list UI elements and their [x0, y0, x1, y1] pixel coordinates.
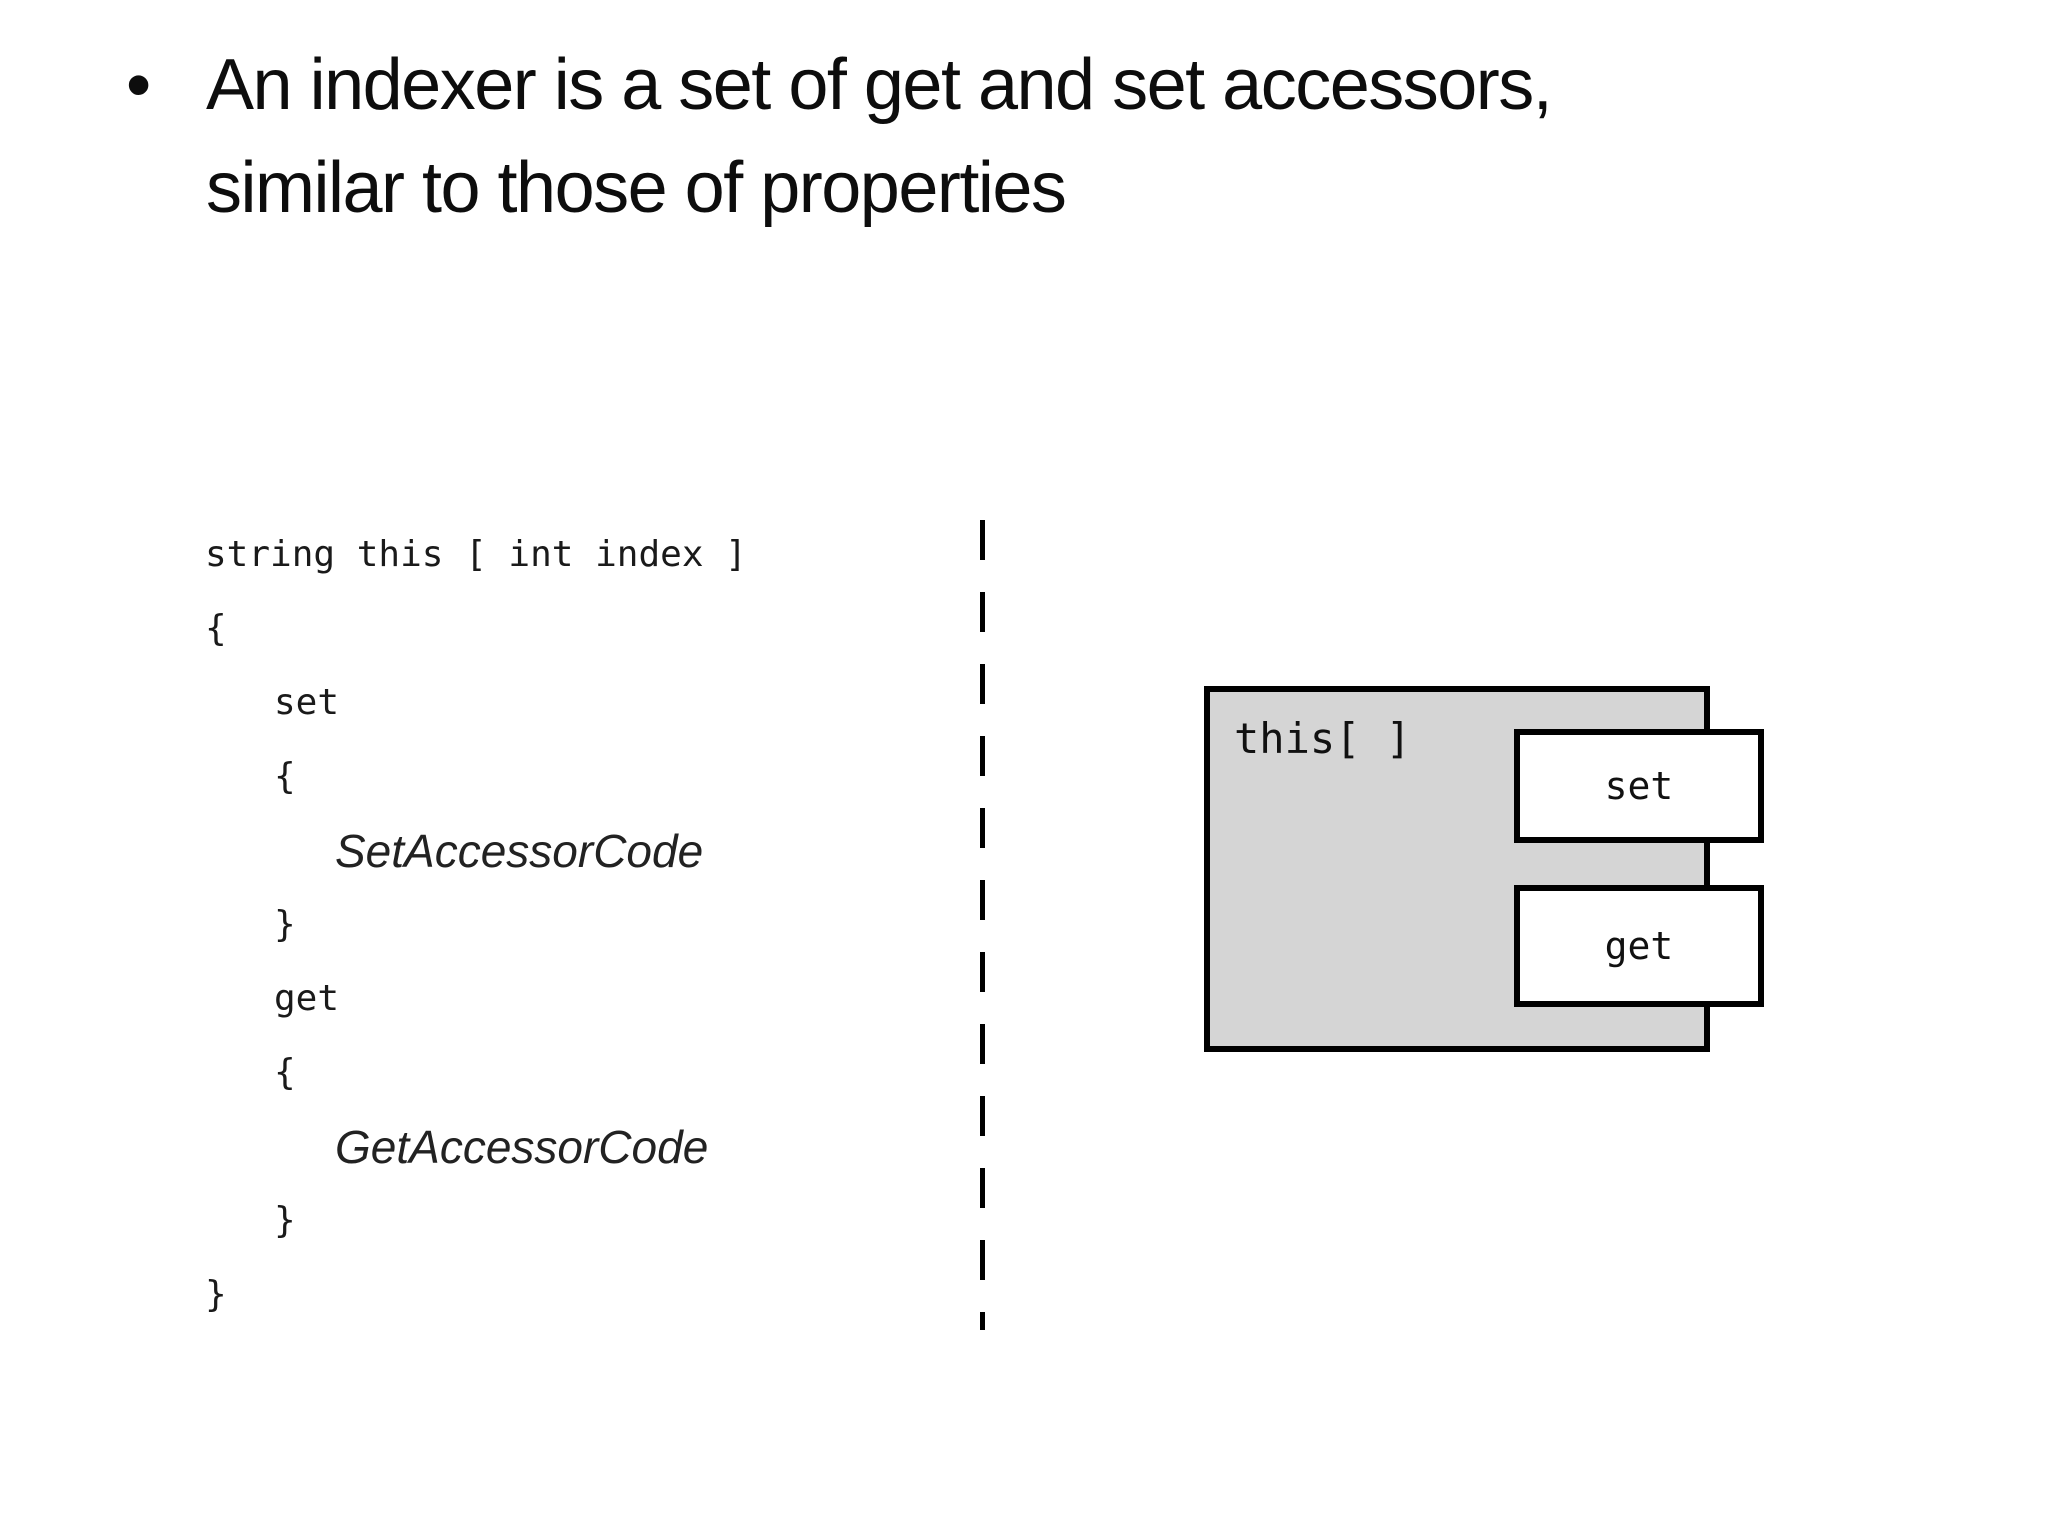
bullet-text-line2: similar to those of properties — [206, 148, 1067, 228]
code-line-set-keyword: set — [274, 682, 340, 723]
code-line-declaration: string this [ int index ] — [205, 534, 747, 575]
get-accessor-label: get — [1604, 924, 1674, 968]
code-line-open-brace: { — [274, 1052, 296, 1093]
code-line-close-brace: } — [274, 1200, 296, 1241]
code-line-open-brace: { — [274, 756, 296, 797]
code-snippet: string this [ int index ] { set { SetAcc… — [205, 518, 747, 1332]
get-accessor-box: get — [1514, 885, 1764, 1007]
set-accessor-box: set — [1514, 729, 1764, 843]
divider-dashed-line — [980, 520, 985, 1330]
set-accessor-label: set — [1604, 764, 1674, 808]
code-line-get-accessor-code: GetAccessorCode — [335, 1121, 709, 1173]
code-line-open-brace: { — [205, 608, 227, 649]
bullet-list-item: • An indexer is a set of get and set acc… — [126, 34, 1553, 240]
code-line-set-accessor-code: SetAccessorCode — [335, 825, 704, 877]
code-line-close-brace: } — [205, 1274, 227, 1315]
bullet-text: An indexer is a set of get and set acces… — [206, 34, 1553, 240]
indexer-box-label: this[ ] — [1234, 714, 1412, 763]
indexer-diagram-box: this[ ] set get — [1204, 686, 1764, 1052]
bullet-marker: • — [126, 45, 151, 125]
code-line-close-brace: } — [274, 904, 296, 945]
bullet-text-line1: An indexer is a set of get and set acces… — [206, 45, 1553, 125]
code-line-get-keyword: get — [274, 978, 340, 1019]
